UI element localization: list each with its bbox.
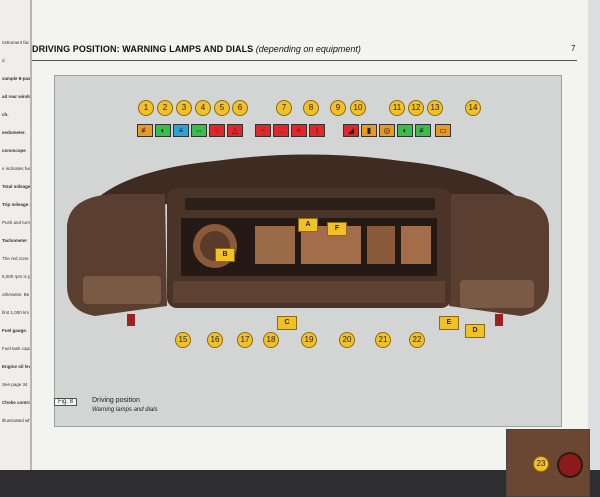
seatbelt-icon: |: [309, 124, 325, 137]
callout-5: 5: [214, 100, 230, 116]
oil-pressure-icon: ~: [255, 124, 271, 137]
callout-14: 14: [465, 100, 481, 116]
dashboard-shroud: [85, 154, 531, 226]
heated-window-icon: ◎: [379, 124, 395, 137]
left-page-line: conoscope: [2, 148, 26, 153]
figure-label: Fig. 8: [54, 398, 78, 406]
callout-18: 18: [263, 332, 279, 348]
callout-22: 22: [409, 332, 425, 348]
dipped-beam-icon: ◐: [397, 124, 413, 137]
header-subtitle: (depending on equipment): [255, 44, 361, 54]
callout-10: 10: [350, 100, 366, 116]
arrow-label-C: C: [277, 316, 297, 330]
lower-trim: [173, 281, 445, 303]
callout-21: 21: [375, 332, 391, 348]
figure-subtitle: Warning lamps and dials: [92, 407, 158, 413]
sidelight-icon: ◐: [155, 124, 171, 137]
left-page-line: Illuminated when t: [2, 418, 31, 423]
left-page-edge: nstrument fac d xample 8-paxit fram ad rear…: [0, 0, 32, 470]
left-page-line: first 1,000 km (600 mi: [2, 310, 30, 315]
indicator-icon: ⇔: [191, 124, 207, 137]
left-page-line: xample 8-paxit fram: [2, 76, 32, 81]
callout-2: 2: [157, 100, 173, 116]
callout-1: 1: [138, 100, 154, 116]
callout-9: 9: [330, 100, 346, 116]
door-open-icon: ◢: [343, 124, 359, 137]
left-pod-panel: [83, 276, 161, 304]
left-page-line: Engine oil level a: [2, 364, 32, 369]
left-page-line: 6,000 rpm is passed: [2, 274, 31, 279]
left-page-line: Push and turn butto: [2, 220, 31, 225]
left-page-line: Choke control wa: [2, 400, 32, 405]
left-page-line: The red zone of the: [2, 256, 30, 261]
callout-17: 17: [237, 332, 253, 348]
arrow-label-A: A: [298, 218, 318, 232]
left-page-line: ad rear window w: [2, 94, 32, 99]
page-number: 7: [571, 44, 576, 53]
left-page-line: Fuel tank capacity 68 li: [2, 346, 32, 351]
callout-20: 20: [339, 332, 355, 348]
fuel-gauge: [367, 226, 395, 264]
callout-19: 19: [301, 332, 317, 348]
rear-fog-icon: ≢: [137, 124, 153, 137]
callout-11: 11: [389, 100, 405, 116]
main-page: DRIVING POSITION: WARNING LAMPS AND DIAL…: [32, 0, 590, 497]
callout-13: 13: [427, 100, 443, 116]
left-page-line: Fuel gauge.: [2, 328, 28, 333]
callout-15: 15: [175, 332, 191, 348]
ignition-lamp-icon: [557, 452, 583, 478]
header-rule: [32, 60, 577, 61]
left-page-line: Tachometer: [2, 238, 28, 243]
left-page-line: Trip mileage recor: [2, 202, 32, 207]
ignition-inset: 23: [506, 429, 590, 497]
left-page-line: Total mileage recor: [2, 184, 31, 189]
fuel-low-icon: ▮: [361, 124, 377, 137]
left-page-line: nstrument fac: [2, 40, 30, 45]
left-page-line: ch.: [2, 112, 9, 117]
brake-warning-icon: ○: [209, 124, 225, 137]
figure-title: Driving position: [92, 397, 140, 404]
right-pod-panel: [460, 280, 534, 308]
front-fog-icon: ≢: [415, 124, 431, 137]
callout-3: 3: [176, 100, 192, 116]
arrow-label-B: B: [215, 248, 235, 262]
page-header: DRIVING POSITION: WARNING LAMPS AND DIAL…: [32, 44, 361, 54]
arrow-label-F: F: [327, 222, 347, 236]
choke-icon: ▭: [435, 124, 451, 137]
header-title: DRIVING POSITION: WARNING LAMPS AND DIAL…: [32, 44, 254, 54]
left-page-line: See page 34: [2, 382, 28, 387]
dashboard-illustration: [67, 154, 549, 326]
arrow-label-E: E: [439, 316, 459, 330]
main-beam-icon: ≡: [173, 124, 189, 137]
callout-16: 16: [207, 332, 223, 348]
left-page-line: d: [2, 58, 5, 63]
temp-oil-gauges: [401, 226, 431, 264]
warning-icon-8: …: [273, 124, 289, 137]
callout-6: 6: [232, 100, 248, 116]
left-page-line: otherwise. Be cer: [2, 292, 30, 297]
tachometer-bargraph: [255, 226, 295, 264]
left-page-line: eedometer.: [2, 130, 26, 135]
temperature-icon: ≈: [291, 124, 307, 137]
callout-8: 8: [303, 100, 319, 116]
arrow-label-D: D: [465, 324, 485, 338]
callout-7: 7: [276, 100, 292, 116]
warning-lamp-strip: [185, 198, 435, 210]
hazard-icon: △: [227, 124, 243, 137]
left-page-line: e indicates fuel con: [2, 166, 32, 171]
callout-12: 12: [408, 100, 424, 116]
callout-4: 4: [195, 100, 211, 116]
